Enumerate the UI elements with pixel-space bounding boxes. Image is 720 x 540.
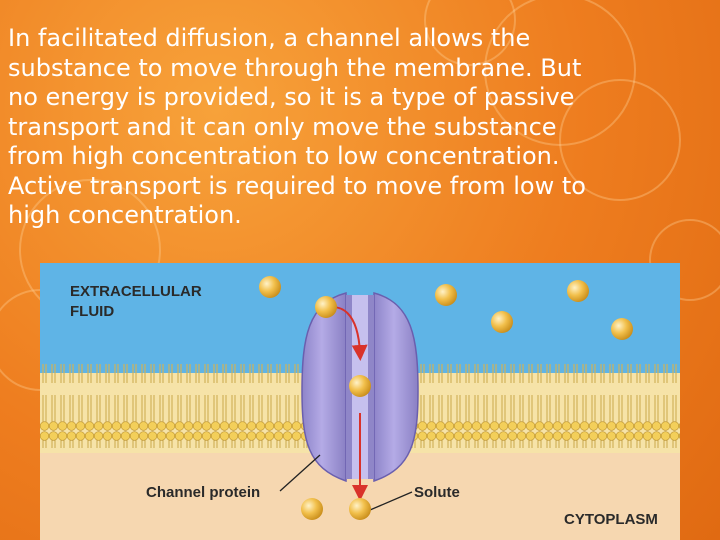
channel-protein-pointer bbox=[279, 454, 321, 492]
extracellular-label-line1: EXTRACELLULAR bbox=[70, 283, 202, 300]
solute-molecule bbox=[349, 498, 371, 520]
solute-pointer bbox=[369, 491, 413, 511]
facilitated-diffusion-diagram: EXTRACELLULAR FLUID Channel protein Solu… bbox=[40, 263, 680, 540]
solute-molecule bbox=[567, 280, 589, 302]
solute-molecule bbox=[315, 296, 337, 318]
channel-protein-label: Channel protein bbox=[146, 484, 260, 501]
slide-paragraph: In facilitated diffusion, a channel allo… bbox=[8, 24, 586, 229]
solute-molecules bbox=[259, 276, 633, 520]
solute-molecule bbox=[491, 311, 513, 333]
solute-molecule bbox=[435, 284, 457, 306]
solute-molecule bbox=[259, 276, 281, 298]
solute-molecule bbox=[349, 375, 371, 397]
solute-molecule bbox=[611, 318, 633, 340]
cytoplasm-label: CYTOPLASM bbox=[564, 511, 658, 528]
solute-label: Solute bbox=[414, 484, 460, 501]
extracellular-label-line2: FLUID bbox=[70, 303, 114, 320]
solute-molecule bbox=[301, 498, 323, 520]
